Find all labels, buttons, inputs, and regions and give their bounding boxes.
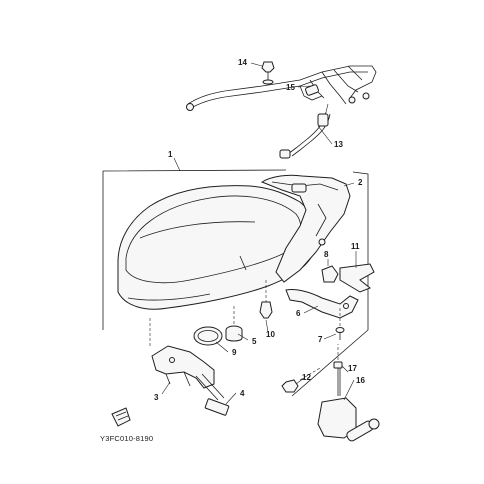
hinge-bracket	[151, 345, 215, 389]
nut-12	[281, 379, 299, 393]
damper-10	[259, 280, 273, 319]
callout-6: 6	[296, 309, 301, 318]
o-ring-9	[193, 326, 223, 346]
bolt-4	[195, 373, 230, 416]
carrier-stay	[279, 103, 331, 159]
seat-frame-box	[102, 157, 369, 397]
drawing-code: Y3FC010-8190	[100, 434, 153, 443]
callout-14: 14	[238, 58, 247, 67]
callout-13: 13	[334, 140, 343, 149]
callout-7: 7	[318, 335, 323, 344]
bolt-14	[261, 61, 275, 85]
callout-9: 9	[232, 348, 237, 357]
callout-12: 12	[302, 373, 311, 382]
bracket-11	[339, 263, 375, 293]
callout-4: 4	[240, 389, 245, 398]
clip-8	[321, 265, 339, 283]
tail-cover	[260, 174, 351, 283]
collar-5	[225, 325, 243, 342]
callout-leaders	[161, 62, 357, 405]
callout-labels: 1 2 3 4 5 6 7 8 9 10 11 12 13 14 15 16 1…	[154, 58, 365, 402]
bolt-17	[333, 361, 343, 396]
rear-carrier	[186, 65, 377, 111]
callout-15: 15	[286, 83, 295, 92]
callout-17: 17	[348, 364, 357, 373]
callout-10: 10	[266, 330, 275, 339]
key-icon	[111, 407, 131, 427]
seat	[117, 185, 317, 310]
callout-8: 8	[324, 250, 329, 259]
callout-3: 3	[154, 393, 159, 402]
callout-1: 1	[168, 150, 173, 159]
screw-7	[335, 327, 345, 340]
callout-11: 11	[351, 242, 360, 251]
callout-2: 2	[358, 178, 363, 187]
assembly-guide-lines	[149, 306, 341, 381]
callout-16: 16	[356, 376, 365, 385]
callout-5: 5	[252, 337, 257, 346]
seat-lock-16	[317, 397, 380, 442]
